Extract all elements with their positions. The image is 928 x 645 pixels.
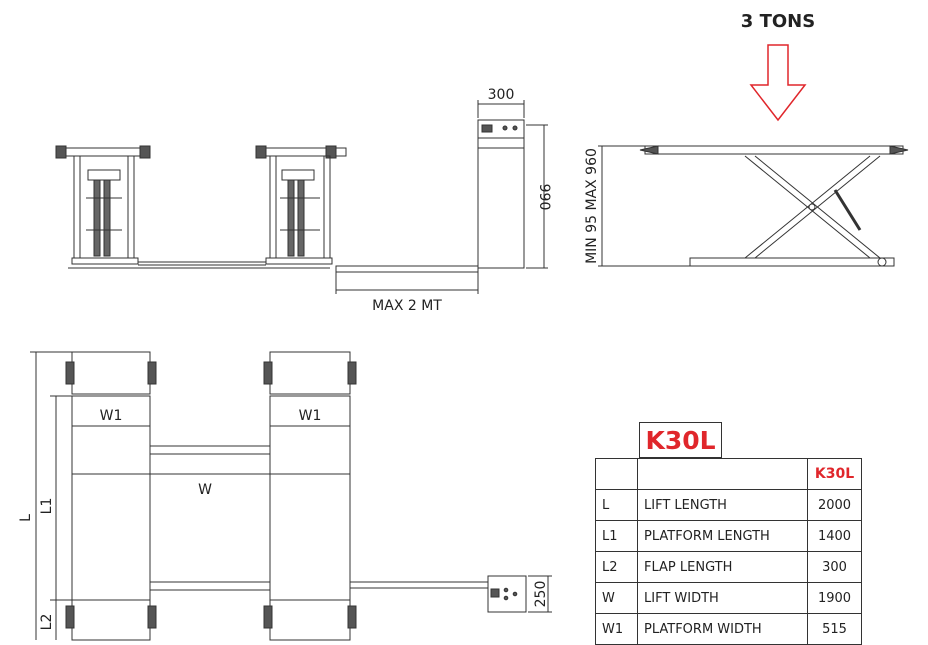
dim-lift-height: MIN 95 MAX 960: [584, 148, 600, 264]
dim-L: L: [18, 514, 34, 522]
dim-column-width: 300: [488, 87, 515, 103]
top-view-left-platform: [65, 351, 157, 641]
dim-W1-left: W1: [100, 408, 123, 424]
spec-row: L1 PLATFORM LENGTH 1400: [595, 520, 862, 552]
capacity-label: 3 TONS: [741, 11, 815, 32]
model-title-box: K30L: [639, 422, 722, 458]
dim-cable-length: MAX 2 MT: [372, 298, 442, 314]
cross-beam-bottom: [149, 581, 271, 591]
dim-column-height: 990: [536, 184, 552, 211]
dim-W: W: [198, 482, 212, 498]
spec-row: L2 FLAP LENGTH 300: [595, 551, 862, 583]
top-view-right-platform: [263, 351, 357, 641]
dim-L1: L1: [39, 498, 55, 515]
spec-header-row: K30L: [595, 458, 862, 490]
spec-row: W LIFT WIDTH 1900: [595, 582, 862, 614]
spec-code: L1: [595, 520, 638, 552]
front-view-right-column: [255, 145, 347, 265]
spec-code: W: [595, 582, 638, 614]
spec-value: 1900: [807, 582, 862, 614]
spec-value: 1400: [807, 520, 862, 552]
spec-header-code: [595, 458, 638, 490]
dim-W1-right: W1: [299, 408, 322, 424]
spec-value: 515: [807, 613, 862, 645]
spec-row: W1 PLATFORM WIDTH 515: [595, 613, 862, 645]
load-arrow-icon: [749, 44, 807, 122]
dim-control-depth: 250: [533, 581, 549, 608]
spec-name: LIFT WIDTH: [637, 582, 808, 614]
spec-code: W1: [595, 613, 638, 645]
dim-L2: L2: [39, 614, 55, 631]
side-view-scissor-lift: [639, 145, 909, 267]
spec-name: FLAP LENGTH: [637, 551, 808, 583]
spec-value: 2000: [807, 489, 862, 521]
top-view-hose: [349, 581, 489, 589]
spec-code: L2: [595, 551, 638, 583]
front-view-left-column: [55, 145, 151, 265]
spec-header-model: K30L: [807, 458, 862, 490]
spec-value: 300: [807, 551, 862, 583]
spec-table: K30L L LIFT LENGTH 2000 L1 PLATFORM LENG…: [595, 458, 862, 645]
spec-name: PLATFORM WIDTH: [637, 613, 808, 645]
spec-name: LIFT LENGTH: [637, 489, 808, 521]
spec-name: PLATFORM LENGTH: [637, 520, 808, 552]
control-unit-front: [477, 119, 525, 269]
spec-code: L: [595, 489, 638, 521]
control-unit-top: [487, 575, 527, 613]
model-title: K30L: [645, 425, 716, 455]
hose-cable: [335, 265, 479, 273]
cross-beam-top: [149, 445, 271, 455]
spec-row: L LIFT LENGTH 2000: [595, 489, 862, 521]
spec-header-name: [637, 458, 808, 490]
